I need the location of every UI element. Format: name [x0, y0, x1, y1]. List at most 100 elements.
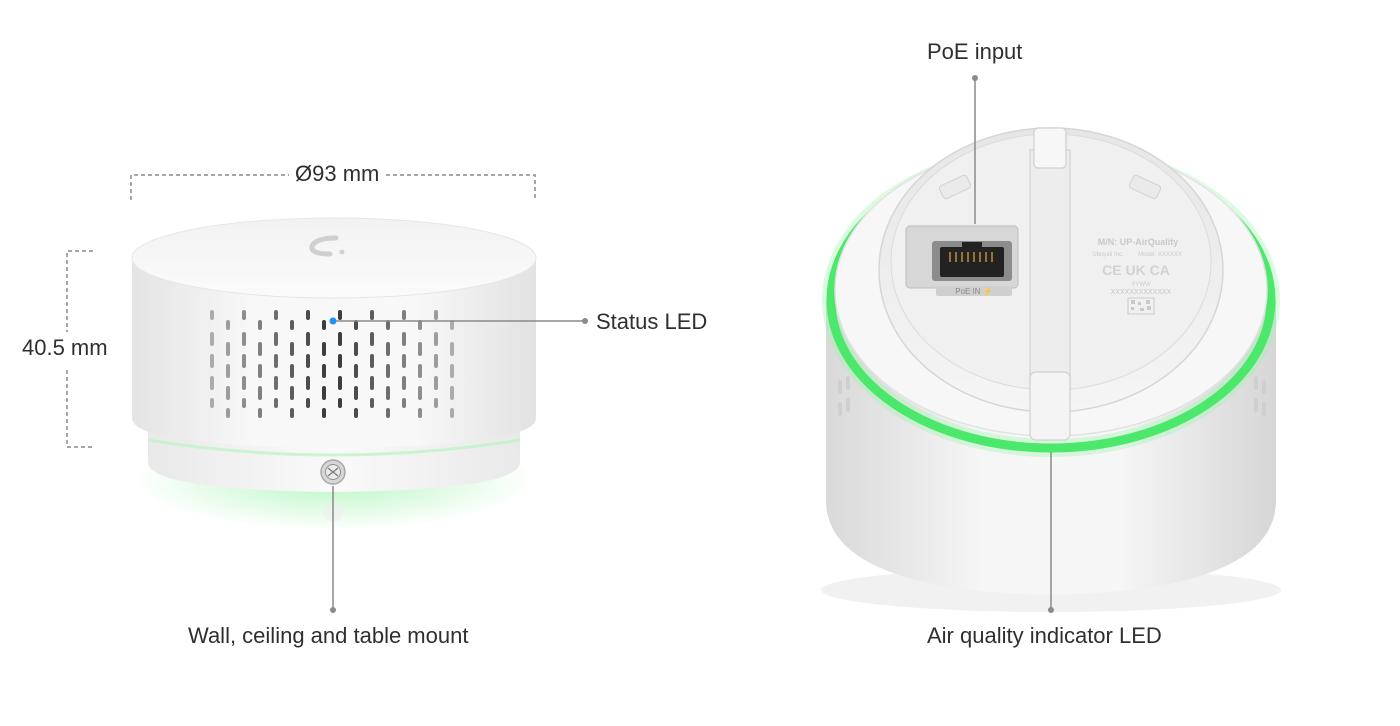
vent-slot — [434, 398, 438, 408]
vent-slot — [418, 320, 422, 330]
device-bottom-view: PoE IN ⚡ M/N: UP-AirQuality Ubiquiti Inc… — [821, 127, 1281, 612]
qr-code-icon — [1127, 297, 1155, 315]
mount-screw-icon — [320, 459, 346, 522]
vent-slot — [434, 376, 438, 390]
height-label: 40.5 mm — [22, 335, 108, 360]
vent-slot — [258, 408, 262, 418]
vent-slot — [322, 386, 326, 400]
model-code-text: Model: XXXXXX — [1138, 252, 1182, 258]
vent-slot — [306, 376, 310, 390]
vent-slot — [402, 354, 406, 368]
vent-slot — [210, 398, 214, 408]
vent-slot — [418, 386, 422, 400]
vent-slot — [322, 408, 326, 418]
vent-slot — [386, 386, 390, 400]
device-body — [132, 258, 536, 448]
cert-marks-text: CE UK CA — [1102, 262, 1170, 278]
vent-slot — [210, 354, 214, 368]
vent-slot — [258, 320, 262, 330]
vent-slot — [338, 354, 342, 368]
vent-slot — [290, 320, 294, 330]
vent-slot — [370, 310, 374, 320]
date-code-text: YYWW — [1131, 282, 1151, 288]
ethernet-port-icon — [932, 241, 1012, 281]
diameter-label: Ø93 mm — [289, 163, 386, 185]
vent-slot — [402, 310, 406, 320]
vent-slot — [386, 320, 390, 330]
vent-slot — [386, 408, 390, 418]
vent-slot — [258, 364, 262, 378]
callout-air-quality-led — [1048, 452, 1054, 613]
vent-slot — [370, 354, 374, 368]
vent-slot — [258, 342, 262, 356]
vent-slot — [306, 332, 310, 346]
vent-slot — [450, 320, 454, 330]
status-led-label: Status LED — [596, 309, 708, 334]
vent-slot — [354, 386, 358, 400]
vent-slot — [418, 408, 422, 418]
vent-slot — [418, 364, 422, 378]
vent-slot — [226, 408, 230, 418]
maker-text: Ubiquiti Inc. — [1092, 252, 1124, 258]
vent-slot — [322, 342, 326, 356]
vent-slot — [370, 332, 374, 346]
vent-slot — [242, 376, 246, 390]
brand-logo-icon — [309, 235, 345, 257]
vent-grille — [210, 310, 454, 418]
vent-slot — [402, 398, 406, 408]
vent-slot — [338, 310, 342, 320]
vent-slot — [258, 386, 262, 400]
vent-slot — [338, 332, 342, 346]
vent-slot — [338, 376, 342, 390]
vent-slot — [402, 376, 406, 390]
vent-slot — [370, 398, 374, 408]
poe-input-label: PoE input — [927, 39, 1023, 64]
port-label: PoE IN ⚡ — [955, 286, 993, 296]
vent-slot — [226, 364, 230, 378]
callout-status-led — [336, 318, 588, 324]
vent-slot — [450, 364, 454, 378]
vent-slot — [434, 354, 438, 368]
vent-slot — [386, 342, 390, 356]
device-front-view — [131, 217, 537, 530]
vent-slot — [210, 310, 214, 320]
vent-slot — [418, 342, 422, 356]
dimension-height — [66, 250, 93, 448]
model-text: M/N: UP-AirQuality — [1098, 237, 1179, 247]
vent-slot — [274, 354, 278, 368]
vent-slot — [322, 320, 326, 330]
vent-slot — [274, 332, 278, 346]
vent-slot — [306, 310, 310, 320]
air-quality-led-label: Air quality indicator LED — [927, 623, 1162, 648]
vent-slot — [434, 310, 438, 320]
vent-slot — [354, 364, 358, 378]
vent-slot — [226, 320, 230, 330]
vent-slot — [354, 320, 358, 330]
serial-text: XXXXXXXXXXXXX — [1111, 289, 1172, 296]
vent-slot — [226, 342, 230, 356]
mount-label: Wall, ceiling and table mount — [188, 623, 469, 648]
device-top — [131, 217, 537, 299]
vent-slot — [226, 386, 230, 400]
vent-slot — [274, 310, 278, 320]
status-led-icon — [329, 317, 337, 325]
vent-slot — [450, 408, 454, 418]
vent-slot — [290, 342, 294, 356]
vent-slot — [242, 354, 246, 368]
vent-slot — [242, 310, 246, 320]
vent-slot — [242, 398, 246, 408]
vent-slot — [322, 364, 326, 378]
vent-slot — [450, 342, 454, 356]
vent-slot — [402, 332, 406, 346]
vent-slot — [354, 342, 358, 356]
vent-slot — [370, 376, 374, 390]
vent-slot — [386, 364, 390, 378]
vent-slot — [274, 376, 278, 390]
vent-slot — [290, 364, 294, 378]
vent-slot — [210, 376, 214, 390]
vent-slot — [306, 398, 310, 408]
vent-slot — [434, 332, 438, 346]
vent-slot — [274, 398, 278, 408]
vent-slot — [210, 332, 214, 346]
